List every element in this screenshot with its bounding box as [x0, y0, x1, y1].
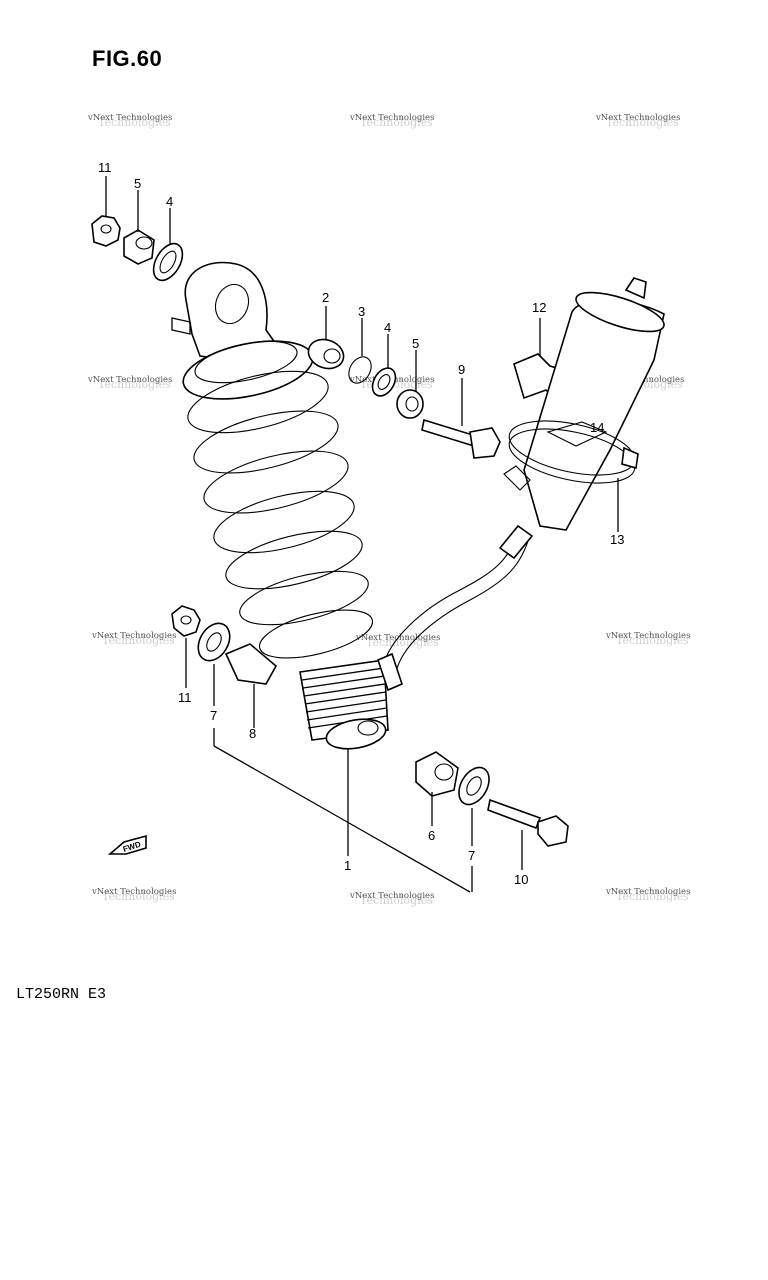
- svg-text:Technologies: Technologies: [102, 634, 175, 647]
- svg-text:vNext Technologies: vNext Technologies: [91, 887, 176, 897]
- callout-numbers: 11 5 4 2 3 4 5 9 12 14 13 11 7 8 1 6 7 1…: [98, 160, 624, 887]
- callout-11-bottom: 11: [178, 690, 192, 705]
- washer-4-middle: [371, 367, 397, 397]
- callout-3: 3: [358, 304, 365, 319]
- collar-5-top: [123, 229, 155, 265]
- svg-text:Technologies: Technologies: [98, 378, 171, 391]
- svg-text:Technologies: Technologies: [606, 116, 679, 129]
- svg-text:Technologies: Technologies: [98, 116, 171, 129]
- watermark: Technologies vNext Technologies: [595, 113, 680, 129]
- callout-7-left: 7: [210, 708, 217, 723]
- callout-8: 8: [249, 726, 256, 741]
- callout-5-middle: 5: [412, 336, 419, 351]
- svg-text:vNext Technologies: vNext Technologies: [349, 891, 434, 901]
- callout-13: 13: [610, 532, 624, 547]
- band-13: [508, 420, 639, 484]
- nut-11-bottom: [171, 605, 201, 637]
- collar-8: [224, 643, 278, 685]
- svg-text:vNext Technologies: vNext Technologies: [605, 887, 690, 897]
- svg-text:Technologies: Technologies: [102, 890, 175, 903]
- shock-absorber-1: [171, 261, 389, 750]
- watermark: Technologies vNext Technologies: [605, 631, 690, 647]
- model-code: LT250RN E3: [16, 986, 107, 1003]
- washer-7-left: [197, 622, 231, 662]
- leader-lines: [105, 176, 619, 893]
- watermark: Technologies vNext Technologies: [87, 113, 172, 129]
- bearing-6: [415, 751, 459, 797]
- nut-11-top: [91, 215, 121, 247]
- watermark: Technologies vNext Technologies: [91, 887, 176, 903]
- callout-10: 10: [514, 872, 528, 887]
- collar-2: [307, 338, 345, 370]
- cushion-14: [546, 421, 608, 447]
- callout-11-top: 11: [98, 160, 112, 175]
- collar-5-middle: [396, 389, 424, 419]
- callout-7-right: 7: [468, 848, 475, 863]
- washer-4-top: [152, 242, 184, 282]
- watermark: Technologies vNext Technologies: [91, 631, 176, 647]
- figure-title: FIG.60: [92, 46, 163, 71]
- callout-12: 12: [532, 300, 546, 315]
- circlip-3: [348, 356, 372, 384]
- svg-text:Technologies: Technologies: [616, 634, 689, 647]
- callout-9: 9: [458, 362, 465, 377]
- svg-text:vNext Technologies: vNext Technologies: [595, 113, 680, 123]
- callout-14: 14: [590, 420, 604, 435]
- svg-text:vNext Technologies: vNext Technologies: [87, 375, 172, 385]
- svg-text:Technologies: Technologies: [360, 894, 433, 907]
- svg-text:vNext Technologies: vNext Technologies: [87, 113, 172, 123]
- reservoir-hose: [377, 524, 534, 692]
- watermark: Technologies vNext Technologies: [605, 887, 690, 903]
- svg-text:vNext Technologies: vNext Technologies: [605, 631, 690, 641]
- callout-4-top: 4: [166, 194, 173, 209]
- washer-7-right: [458, 766, 490, 806]
- callout-6: 6: [428, 828, 435, 843]
- watermark: Technologies vNext Technologies: [355, 633, 440, 649]
- svg-text:Technologies: Technologies: [360, 116, 433, 129]
- svg-text:vNext Technologies: vNext Technologies: [91, 631, 176, 641]
- watermark: Technologies vNext Technologies: [349, 113, 434, 129]
- bolt-9: [421, 418, 501, 459]
- callout-4-middle: 4: [384, 320, 391, 335]
- reservoir-tank: [503, 277, 665, 531]
- callout-2: 2: [322, 290, 329, 305]
- svg-text:Technologies: Technologies: [366, 636, 439, 649]
- watermark: Technologies vNext Technologies: [87, 375, 172, 391]
- watermark: Technologies vNext Technologies: [349, 891, 434, 907]
- forward-arrow-icon: FWD: [107, 834, 147, 855]
- bolt-10: [487, 798, 569, 847]
- svg-text:Technologies: Technologies: [616, 890, 689, 903]
- callout-5-top: 5: [134, 176, 141, 191]
- svg-text:vNext Technologies: vNext Technologies: [349, 113, 434, 123]
- watermark-group: Technologies vNext Technologies Technolo…: [87, 113, 690, 907]
- callout-1: 1: [344, 858, 351, 873]
